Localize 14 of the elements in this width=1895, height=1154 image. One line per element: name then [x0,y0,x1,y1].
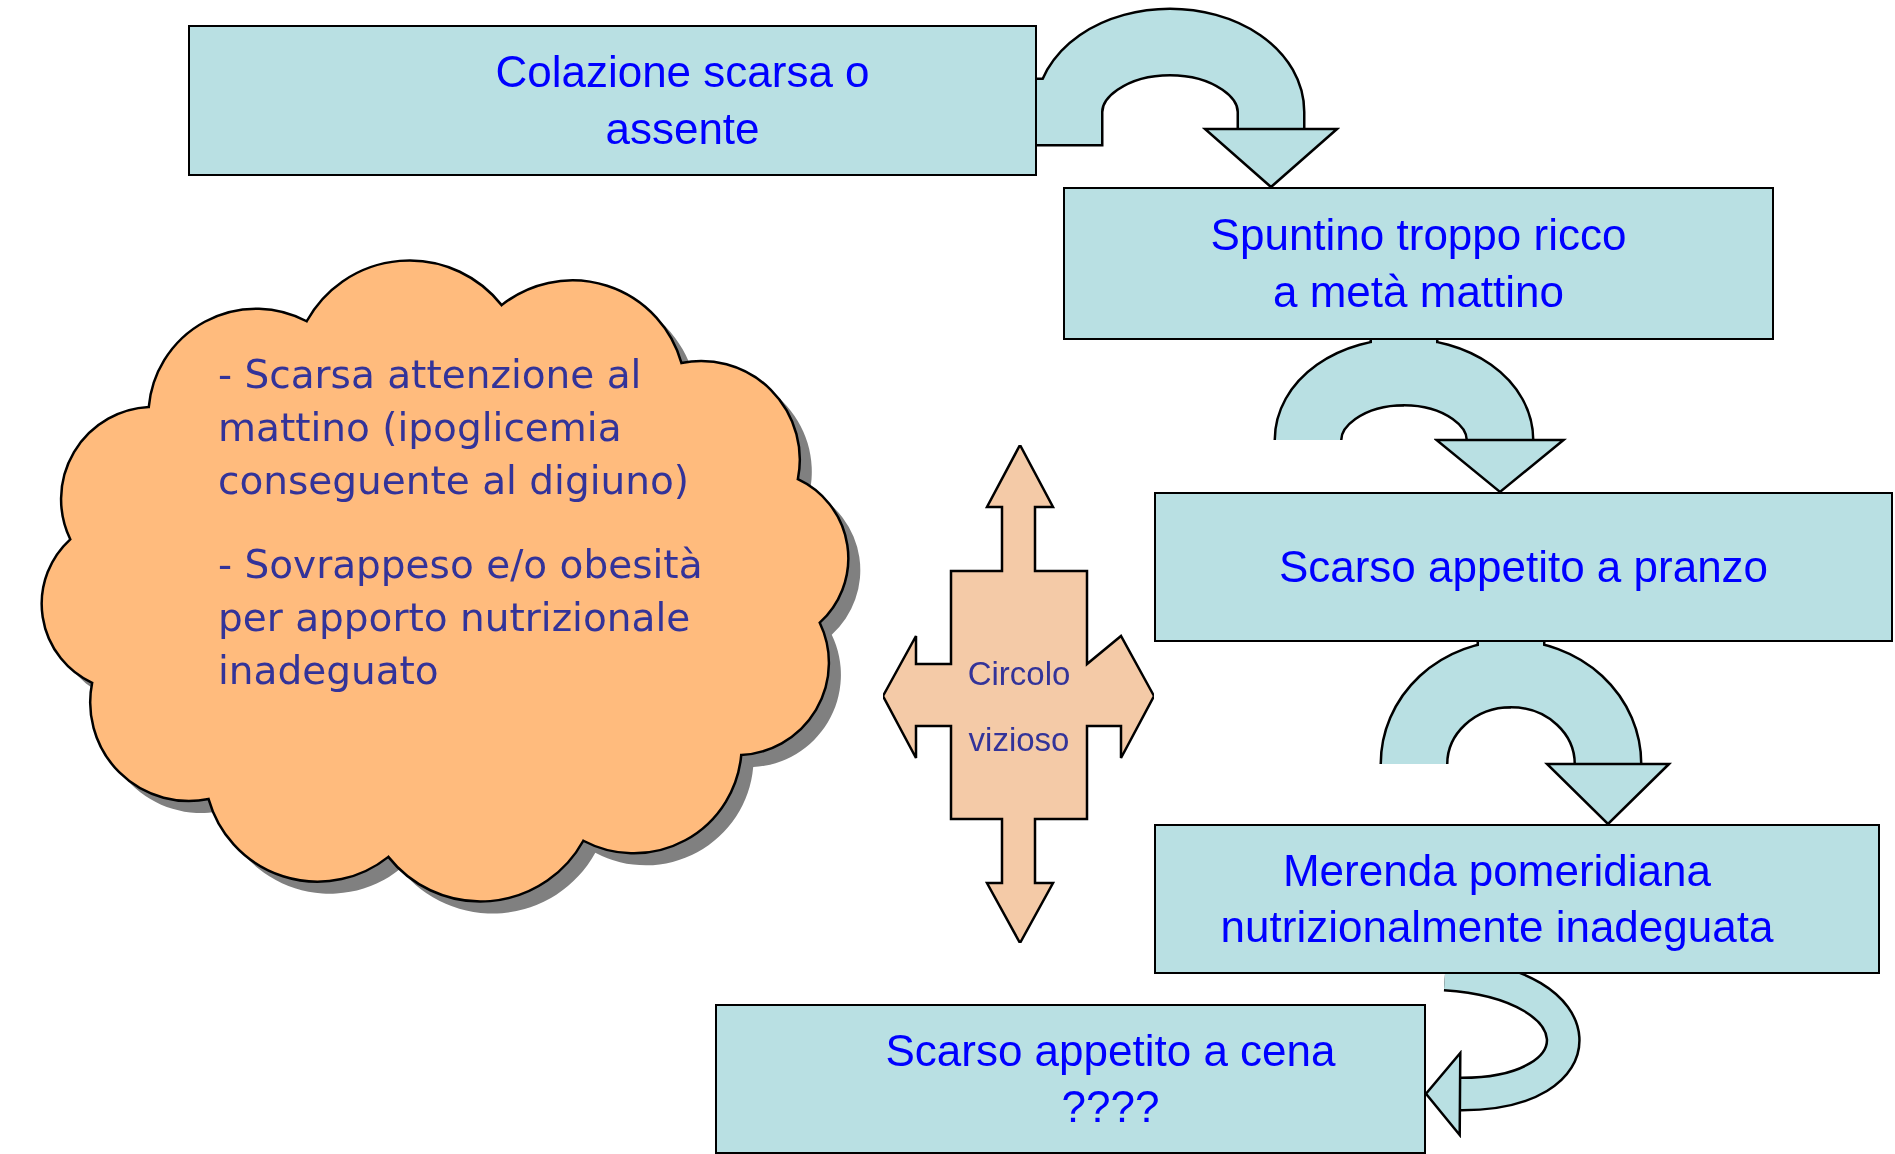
box-text: Merenda pomeridiana nutrizionalmente inadeguata [1219,844,1775,953]
four-way-arrow-shape [883,445,1154,943]
process-box [1154,824,1880,974]
box-text: Scarso appetito a cena ???? [884,1024,1337,1133]
box-text: Spuntino troppo ricco a metà mattino [1209,209,1628,318]
process-box [1063,187,1774,340]
process-box [188,25,1037,176]
cloud-text: - Scarsa attenzione al mattino (ipoglicemia conseguente al digiuno) [218,351,691,506]
process-box [715,1004,1426,1154]
process-box [1154,492,1893,642]
shape-text: Circolo vizioso [966,654,1072,760]
box-text: Colazione scarsa o assente [494,46,871,155]
cloud-text: - Sovrappeso e/o obesità per apporto nutrizionale inadeguato [218,541,704,696]
box-text: Scarso appetito a pranzo [1278,540,1769,593]
